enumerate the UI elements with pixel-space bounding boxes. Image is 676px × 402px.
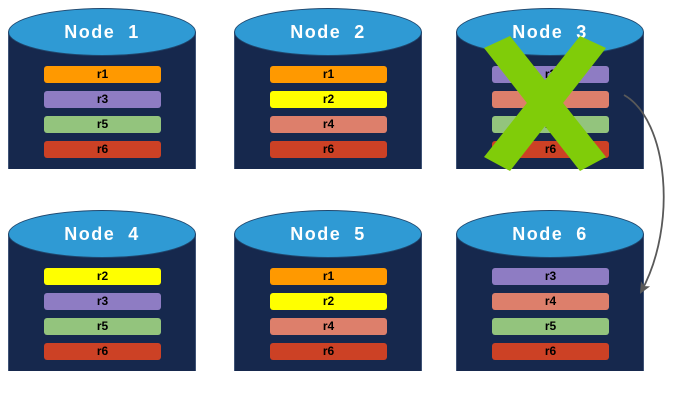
node-5-record-r4[interactable]: r4 [270,318,387,335]
node-6-record-r5[interactable]: r5 [492,318,609,335]
node-4-record-list: r2 r3 r5 r6 [44,268,161,360]
node-6-label: Node 6 [512,224,588,244]
node-5-record-r1[interactable]: r1 [270,268,387,285]
node-6-record-r6[interactable]: r6 [492,343,609,360]
node-3-record-r3[interactable]: r3 [492,66,609,83]
node-1-record-list: r1 r3 r5 r6 [44,66,161,158]
node-1-record-r5[interactable]: r5 [44,116,161,133]
node-6-cylinder-top [456,210,644,258]
node-5-cylinder-top [234,210,422,258]
node-5-record-list: r1 r2 r4 r6 [270,268,387,360]
node-6[interactable]: Node 6 r3 r4 r5 r6 [456,210,644,395]
node-2[interactable]: Node 2 r1 r2 r4 r6 [234,8,422,193]
node-6-record-r3[interactable]: r3 [492,268,609,285]
node-1-record-r1[interactable]: r1 [44,66,161,83]
node-5-label: Node 5 [290,224,366,244]
node-4-record-r5[interactable]: r5 [44,318,161,335]
node-3-record-r5[interactable]: r5 [492,116,609,133]
node-5-record-r2[interactable]: r2 [270,293,387,310]
node-6-record-list: r3 r4 r5 r6 [492,268,609,360]
node-5-record-r6[interactable]: r6 [270,343,387,360]
node-1[interactable]: Node 1 r1 r3 r5 r6 [8,8,196,193]
node-1-record-r6[interactable]: r6 [44,141,161,158]
node-3-record-list: r3 r4 r5 r6 [492,66,609,158]
node-3[interactable]: Node 3 r3 r4 r5 r6 [456,8,644,193]
node-3-label: Node 3 [512,22,588,42]
node-1-label: Node 1 [64,22,140,42]
node-3-record-r6[interactable]: r6 [492,141,609,158]
node-1-cylinder-top [8,8,196,56]
node-4-label: Node 4 [64,224,140,244]
node-5[interactable]: Node 5 r1 r2 r4 r6 [234,210,422,395]
node-6-record-r4[interactable]: r4 [492,293,609,310]
node-2-label: Node 2 [290,22,366,42]
node-2-record-list: r1 r2 r4 r6 [270,66,387,158]
node-2-record-r6[interactable]: r6 [270,141,387,158]
node-4-record-r6[interactable]: r6 [44,343,161,360]
node-2-record-r2[interactable]: r2 [270,91,387,108]
node-1-record-r3[interactable]: r3 [44,91,161,108]
node-4-record-r2[interactable]: r2 [44,268,161,285]
node-2-record-r4[interactable]: r4 [270,116,387,133]
node-2-record-r1[interactable]: r1 [270,66,387,83]
node-2-cylinder-top [234,8,422,56]
node-4-cylinder-top [8,210,196,258]
node-3-record-r4[interactable]: r4 [492,91,609,108]
node-4[interactable]: Node 4 r2 r3 r5 r6 [8,210,196,395]
node-4-record-r3[interactable]: r3 [44,293,161,310]
